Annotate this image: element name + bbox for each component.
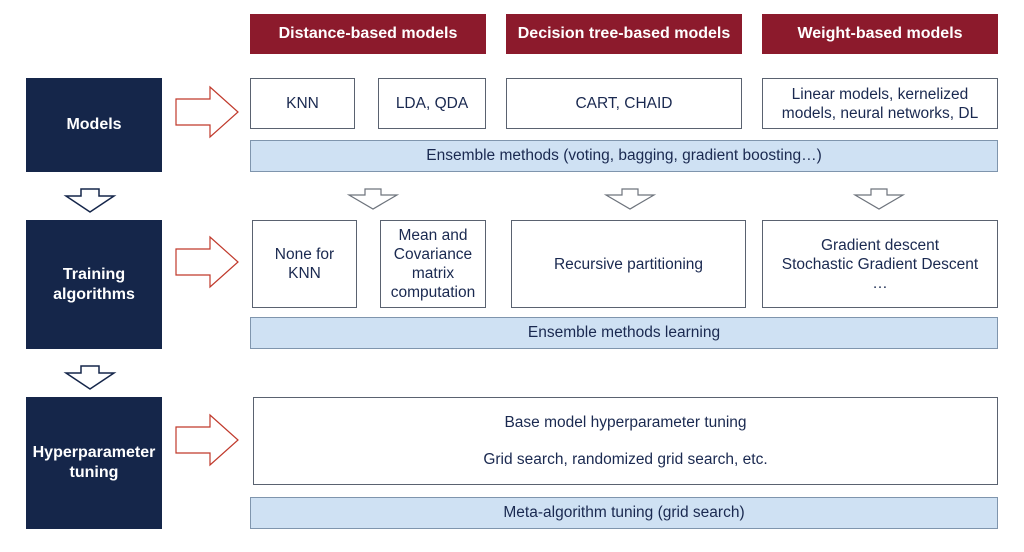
row-label-training: Training algorithms bbox=[26, 220, 162, 349]
training-tree: Recursive partitioning bbox=[511, 220, 746, 308]
header-tree-based: Decision tree-based models bbox=[506, 14, 742, 54]
down-arrow-distance bbox=[346, 188, 400, 210]
right-arrow-models bbox=[175, 85, 239, 139]
down-arrow-tree bbox=[603, 188, 657, 210]
right-arrow-tuning bbox=[175, 413, 239, 467]
down-arrow-weight bbox=[852, 188, 906, 210]
training-weight: Gradient descent Stochastic Gradient Des… bbox=[762, 220, 998, 308]
training-knn: None for KNN bbox=[252, 220, 357, 308]
row-label-models: Models bbox=[26, 78, 162, 172]
ensemble-methods-band: Ensemble methods (voting, bagging, gradi… bbox=[250, 140, 998, 172]
model-lda-qda: LDA, QDA bbox=[378, 78, 486, 129]
header-weight-based: Weight-based models bbox=[762, 14, 998, 54]
down-arrow-models-to-training bbox=[63, 188, 117, 213]
training-lda: Mean and Covariance matrix computation bbox=[380, 220, 486, 308]
model-cart-chaid: CART, CHAID bbox=[506, 78, 742, 129]
grid-search-text: Grid search, randomized grid search, etc… bbox=[483, 451, 768, 468]
header-distance-based: Distance-based models bbox=[250, 14, 486, 54]
meta-algorithm-band: Meta-algorithm tuning (grid search) bbox=[250, 497, 998, 529]
right-arrow-training bbox=[175, 235, 239, 289]
row-label-hyperparameter: Hyperparameter tuning bbox=[26, 397, 162, 529]
base-model-tuning-text: Base model hyperparameter tuning bbox=[504, 414, 747, 431]
model-weight-based: Linear models, kernelized models, neural… bbox=[762, 78, 998, 129]
model-knn: KNN bbox=[250, 78, 355, 129]
ensemble-learning-band: Ensemble methods learning bbox=[250, 317, 998, 349]
down-arrow-training-to-tuning bbox=[63, 365, 117, 390]
base-model-tuning-box: Base model hyperparameter tuning Grid se… bbox=[253, 397, 998, 485]
